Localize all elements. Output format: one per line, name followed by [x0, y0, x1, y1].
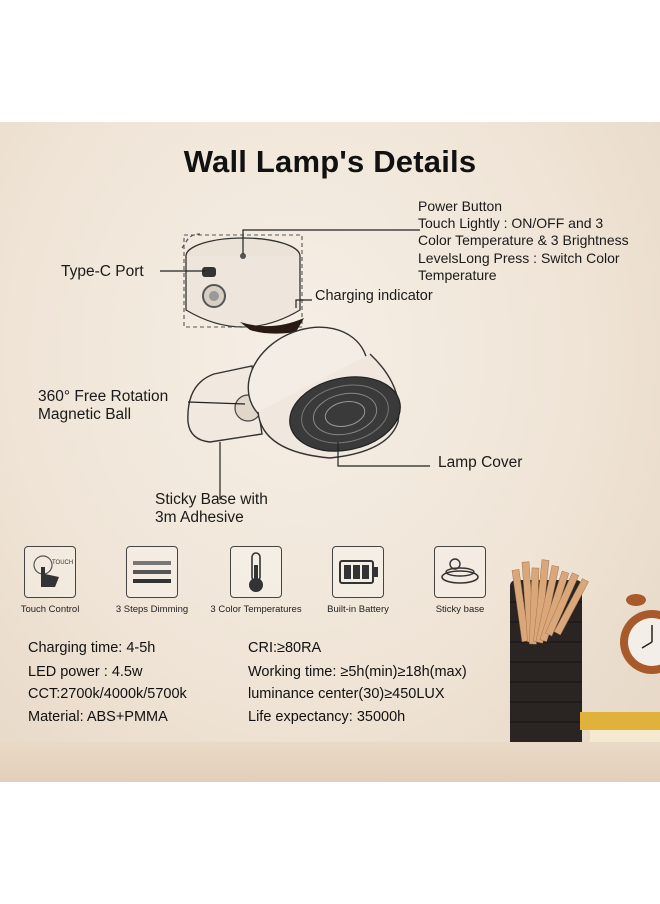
- spec-life-expectancy: Life expectancy: 35000h: [248, 709, 406, 725]
- callout-line: Power Button: [418, 198, 503, 214]
- spec-cct: CCT:2700k/4000k/5700k: [28, 686, 187, 702]
- lamp-main-view: [187, 326, 401, 459]
- callout-line: 3m Adhesive: [155, 509, 244, 527]
- feature-color-temperature: 3 Color Temperatures: [200, 546, 312, 615]
- spec-led-power: LED power : 4.5w: [28, 664, 143, 680]
- spec-material: Material: ABS+PMMA: [28, 709, 168, 725]
- callout-line: LevelsLong Press : Switch Color: [418, 249, 620, 266]
- pencil-cup-photo: [510, 559, 589, 750]
- battery-icon: [332, 546, 384, 598]
- spec-working-time: Working time: ≥5h(min)≥18h(max): [248, 664, 467, 680]
- power-button-callout: Power Button Touch Lightly : ON/OFF and …: [418, 198, 629, 284]
- spec-luminance: luminance center(30)≥450LUX: [248, 686, 445, 702]
- rotation-callout: 360° Free Rotation Magnetic Ball: [38, 388, 168, 425]
- page-title: Wall Lamp's Details: [183, 144, 477, 179]
- touch-badge: TOUCH: [52, 560, 73, 566]
- feature-touch-control: TOUCH Touch Control: [0, 546, 106, 615]
- feature-dimming: 3 Steps Dimming: [96, 546, 208, 615]
- charging-indicator-callout: Charging indicator: [315, 288, 433, 304]
- feature-sticky-base: Sticky base: [404, 546, 516, 615]
- feature-label: 3 Steps Dimming: [115, 604, 189, 615]
- sticky-base-callout: Sticky Base with 3m Adhesive: [155, 491, 268, 528]
- touch-icon: TOUCH: [24, 546, 76, 598]
- callout-leader-lines: [160, 229, 430, 500]
- thermometer-icon: [230, 546, 282, 598]
- feature-battery: Built-in Battery: [302, 546, 414, 615]
- type-c-port-callout: Type-C Port: [61, 263, 144, 280]
- product-detail-panel: Wall Lamp's Details Power Button Touch L…: [0, 122, 660, 782]
- sticky-base-icon: [434, 546, 486, 598]
- spec-charging-time: Charging time: 4-5h: [28, 640, 156, 656]
- callout-line: Sticky Base with: [155, 491, 268, 508]
- feature-label: Sticky base: [435, 604, 485, 615]
- feature-label: 3 Color Temperatures: [210, 604, 302, 615]
- feature-label: Built-in Battery: [327, 604, 389, 615]
- lamp-diagram: [160, 229, 660, 760]
- callout-line: Magnetic Ball: [38, 406, 132, 424]
- lamp-top-view: [181, 233, 304, 334]
- desk-surface: [0, 742, 660, 782]
- callout-line: 360° Free Rotation: [38, 388, 169, 405]
- alarm-clock-photo: [620, 594, 660, 674]
- callout-line: Touch Lightly : ON/OFF and 3: [418, 215, 604, 232]
- callout-line: Temperature: [418, 266, 497, 283]
- feature-label: Touch Control: [20, 604, 80, 615]
- dimming-icon: [126, 546, 178, 598]
- callout-line: Color Temperature & 3 Brightness: [418, 232, 629, 249]
- lamp-cover-callout: Lamp Cover: [438, 454, 523, 471]
- spec-cri: CRI:≥80RA: [248, 640, 322, 656]
